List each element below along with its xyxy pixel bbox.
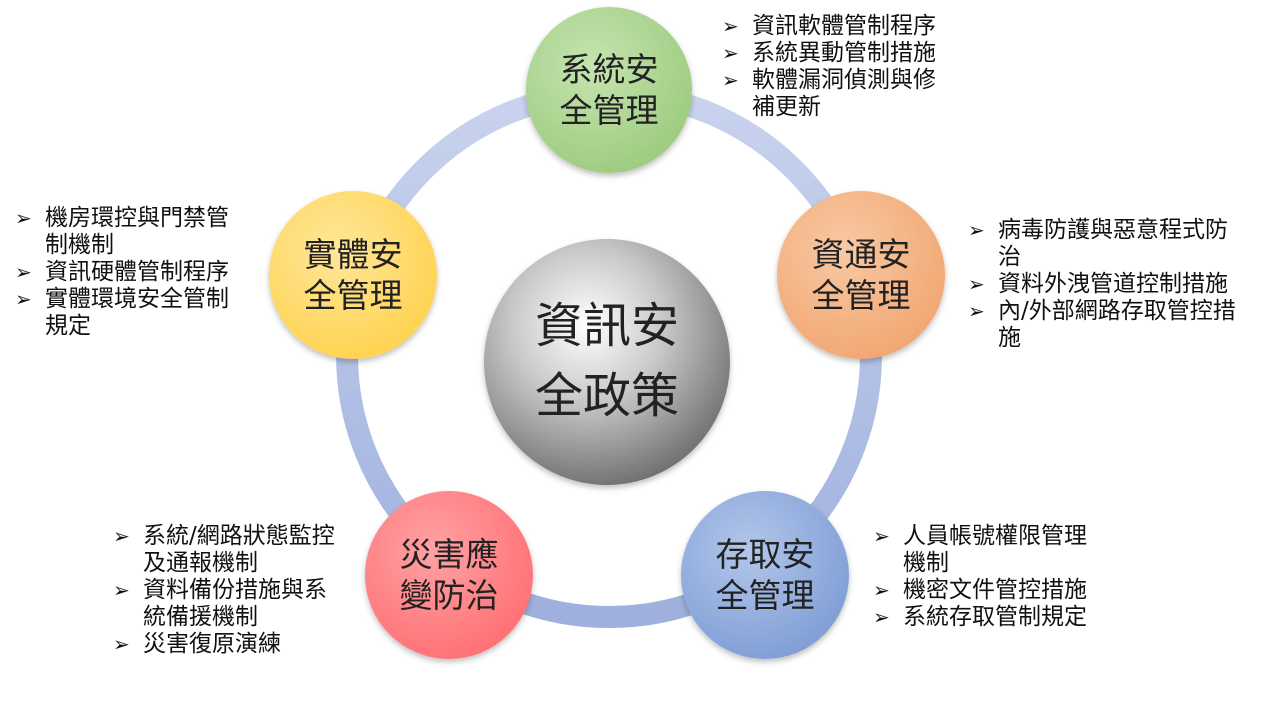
list-item: 內/外部網路存取管控措施 (968, 298, 1250, 352)
node-circle-disaster (365, 491, 533, 659)
bullet-list-access: 人員帳號權限管理機制 機密文件管控措施 系統存取管制規定 (873, 523, 1105, 631)
list-item: 機房環控與門禁管制機制 (15, 205, 251, 259)
list-item: 機密文件管控措施 (873, 577, 1105, 604)
list-item: 災害復原演練 (113, 631, 349, 658)
list-item: 資料備份措施與系統備援機制 (113, 577, 349, 631)
list-item: 系統/網路狀態監控及通報機制 (113, 523, 349, 577)
list-item: 系統存取管制規定 (873, 604, 1105, 631)
node-circle-system (526, 7, 692, 173)
list-item: 病毒防護與惡意程式防治 (968, 217, 1250, 271)
node-circle-network (777, 191, 945, 359)
list-item: 軟體漏洞偵測與修補更新 (722, 67, 954, 121)
node-circle-access (681, 491, 849, 659)
list-item: 資訊軟體管制程序 (722, 13, 954, 40)
list-item: 系統異動管制措施 (722, 40, 954, 67)
list-item: 實體環境安全管制規定 (15, 286, 251, 340)
bullet-list-disaster: 系統/網路狀態監控及通報機制 資料備份措施與系統備援機制 災害復原演練 (113, 523, 349, 658)
bullet-list-system: 資訊軟體管制程序 系統異動管制措施 軟體漏洞偵測與修補更新 (722, 13, 954, 121)
list-item: 資訊硬體管制程序 (15, 259, 251, 286)
list-item: 資料外洩管道控制措施 (968, 271, 1250, 298)
list-item: 人員帳號權限管理機制 (873, 523, 1105, 577)
node-circle-physical (269, 191, 437, 359)
bullet-list-network: 病毒防護與惡意程式防治 資料外洩管道控制措施 內/外部網路存取管控措施 (968, 217, 1250, 352)
center-circle (484, 239, 730, 485)
bullet-list-physical: 機房環控與門禁管制機制 資訊硬體管制程序 實體環境安全管制規定 (15, 205, 251, 340)
